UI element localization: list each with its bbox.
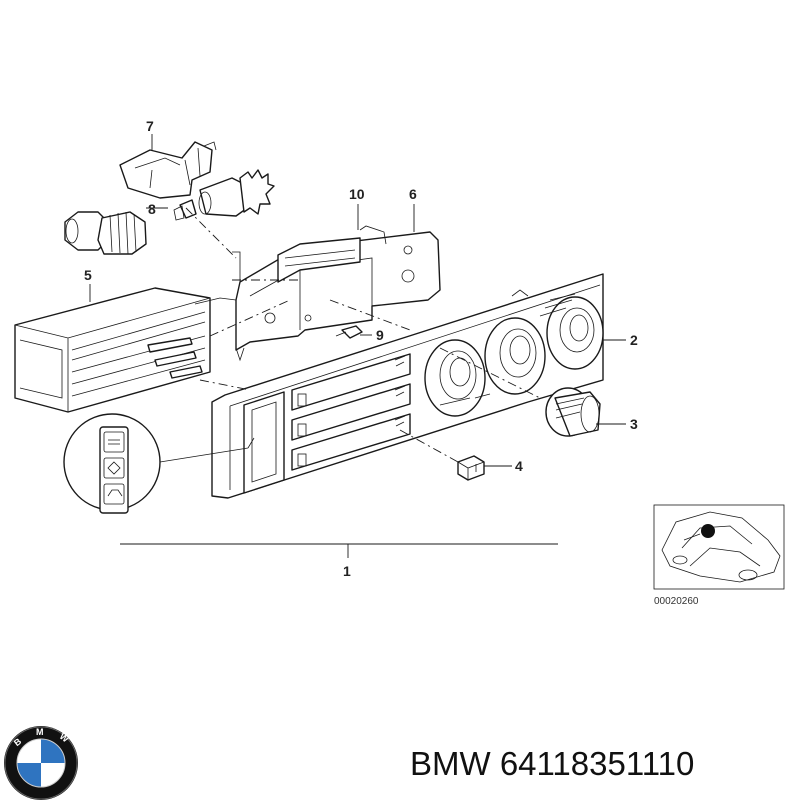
callout-6: 6 bbox=[409, 186, 417, 202]
car-location-thumbnail: 00020260 bbox=[653, 504, 785, 607]
part-number-label: BMW 64118351110 bbox=[410, 745, 694, 782]
callout-5: 5 bbox=[84, 267, 92, 283]
part-5-control-module bbox=[14, 287, 237, 413]
detail-button-inset bbox=[63, 413, 255, 514]
reference-code: 00020260 bbox=[654, 596, 699, 607]
callout-2: 2 bbox=[630, 332, 638, 348]
callout-8: 8 bbox=[148, 201, 156, 217]
callout-labels: 7 8 10 6 5 9 2 3 4 1 bbox=[84, 118, 638, 579]
part-1-control-panel bbox=[211, 273, 604, 499]
part-4-button-cap bbox=[457, 455, 485, 481]
bmw-logo: B M W bbox=[4, 726, 78, 800]
part-1-assembly-bracket bbox=[120, 543, 558, 558]
logo-letter-b: B bbox=[12, 736, 24, 748]
callout-1: 1 bbox=[343, 563, 351, 579]
callout-3: 3 bbox=[630, 416, 638, 432]
part-8-rotary-gears bbox=[64, 169, 275, 255]
part-9-pin bbox=[335, 325, 363, 339]
callout-4: 4 bbox=[515, 458, 523, 474]
assembly-lines bbox=[185, 207, 541, 463]
callout-9: 9 bbox=[376, 327, 384, 343]
leader-lines bbox=[89, 134, 626, 467]
logo-letter-m: M bbox=[36, 727, 44, 737]
callout-10: 10 bbox=[349, 186, 365, 202]
part-6-carrier-frame bbox=[232, 225, 441, 362]
part-3-knob bbox=[545, 387, 601, 437]
part-7-bracket bbox=[119, 141, 217, 199]
callout-7: 7 bbox=[146, 118, 154, 134]
